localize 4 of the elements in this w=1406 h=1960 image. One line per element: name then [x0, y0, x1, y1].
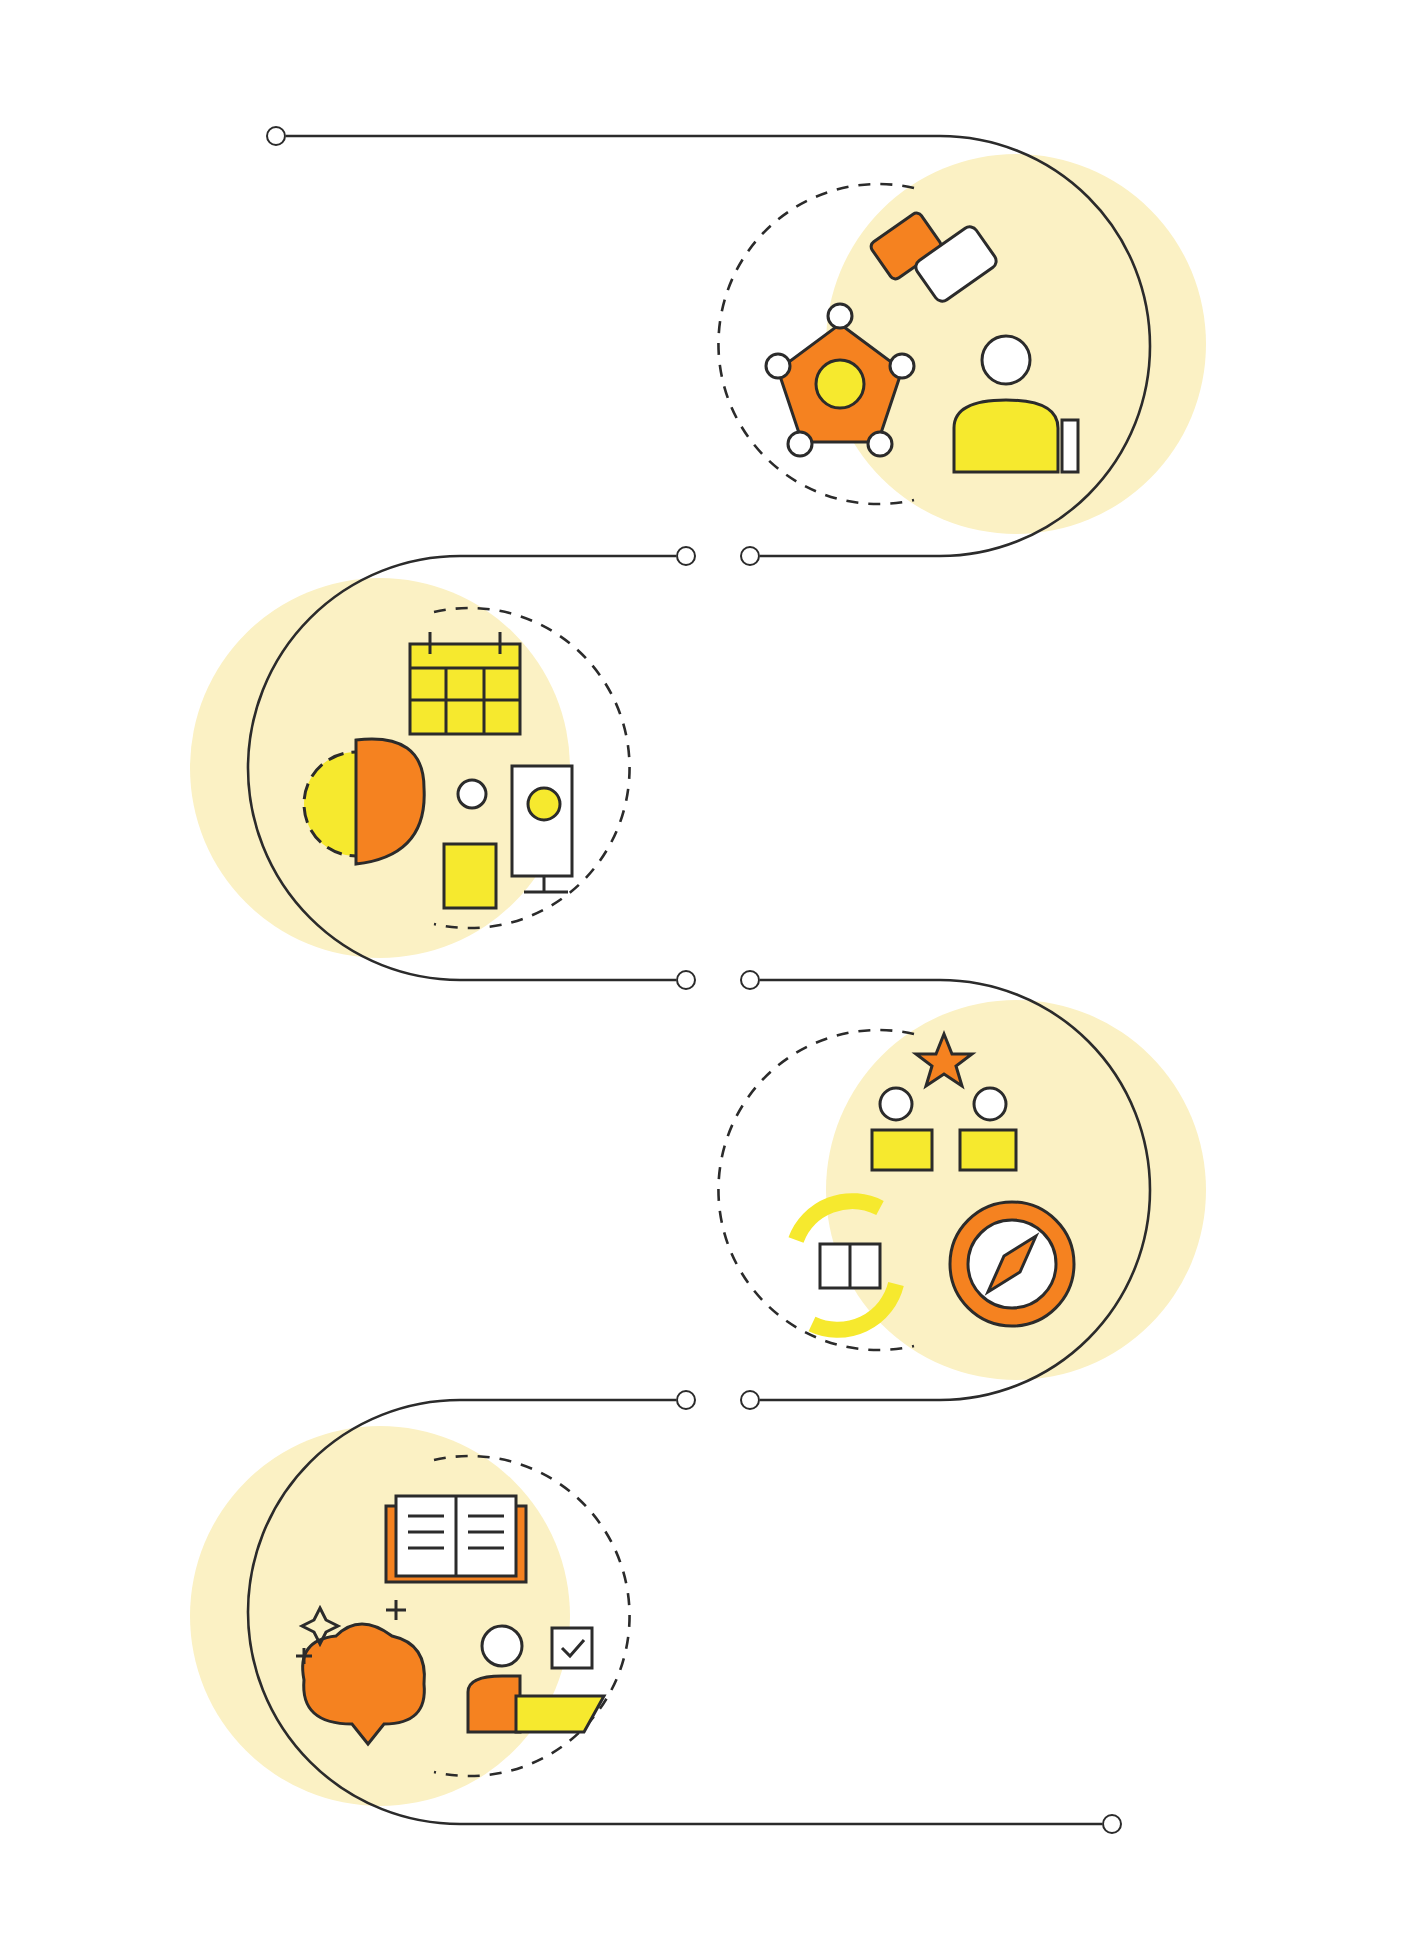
connector-line	[247, 1398, 1102, 1826]
connector-line	[286, 134, 1151, 558]
connector-line	[247, 554, 676, 982]
connector-line	[760, 978, 1151, 1402]
